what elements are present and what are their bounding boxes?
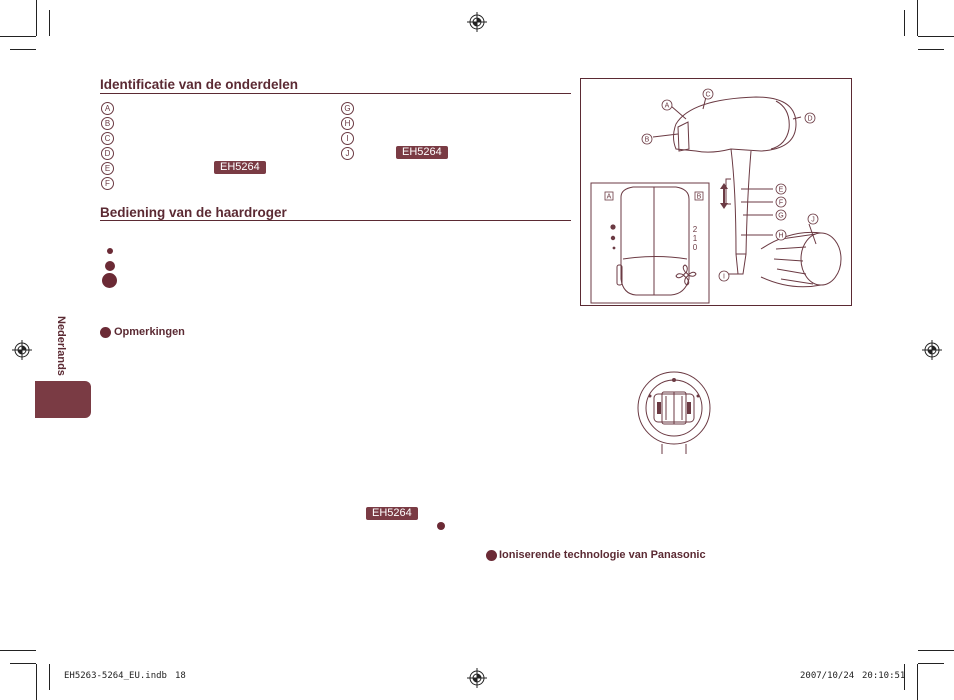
part-letter-b: B — [101, 117, 114, 130]
part-letter-g: G — [341, 102, 354, 115]
part-letter-d: D — [101, 147, 114, 160]
part-letter-a: A — [101, 102, 114, 115]
crop-mark — [918, 36, 954, 37]
part-letter-e: E — [101, 162, 114, 175]
model-badge: EH5264 — [366, 507, 418, 520]
part-letter-j: J — [341, 147, 354, 160]
crop-mark — [49, 10, 50, 36]
footer-time: 20:10:51 — [862, 671, 906, 681]
crop-mark — [0, 36, 36, 37]
callout-e: E — [779, 187, 784, 194]
section-rule — [100, 93, 571, 94]
scale-2: 2 — [693, 225, 698, 234]
callout-b: B — [645, 137, 650, 144]
crop-mark — [918, 650, 954, 651]
crop-mark — [917, 664, 918, 700]
footer-date: 2007/10/24 — [800, 671, 855, 681]
footer-filename: EH5263-5264_EU.indb — [64, 671, 167, 681]
hair-dryer-illustration: A B C D E F G H I J A B 2 1 0 — [590, 88, 842, 304]
switch-label-b: B — [697, 194, 702, 201]
switch-label-a: A — [607, 194, 612, 201]
bullet-icon — [437, 522, 445, 530]
callout-a: A — [665, 103, 670, 110]
model-badge: EH5264 — [214, 161, 266, 174]
registration-mark-icon — [922, 340, 942, 360]
crop-mark — [10, 663, 36, 664]
part-letter-i: I — [341, 132, 354, 145]
heat-setting-small-icon — [107, 248, 113, 254]
hair-dryer-figure: A B C D E F G H I J A B 2 1 0 — [580, 78, 852, 306]
dryer-front-view-illustration — [637, 371, 711, 454]
crop-mark — [904, 664, 905, 690]
scale-0: 0 — [693, 243, 698, 252]
section-title-identification: Identificatie van de onderdelen — [100, 77, 299, 92]
heat-setting-large-icon — [102, 273, 117, 288]
crop-mark — [904, 10, 905, 36]
part-letter-f: F — [101, 177, 114, 190]
callout-h: H — [778, 233, 783, 240]
registration-mark-icon — [467, 12, 487, 32]
crop-mark — [918, 663, 944, 664]
heat-setting-medium-icon — [105, 261, 115, 271]
callout-i: I — [723, 274, 725, 281]
crop-mark — [49, 664, 50, 690]
part-letter-c: C — [101, 132, 114, 145]
bullet-icon — [100, 327, 111, 338]
crop-mark — [0, 650, 36, 651]
model-badge: EH5264 — [396, 146, 448, 159]
crop-mark — [10, 49, 36, 50]
registration-mark-icon — [12, 340, 32, 360]
callout-g: G — [778, 213, 783, 220]
callout-d: D — [807, 116, 812, 123]
callout-j: J — [811, 217, 815, 224]
crop-mark — [918, 49, 944, 50]
section-title-operation: Bediening van de haardroger — [100, 205, 287, 220]
crop-mark — [36, 664, 37, 700]
footer-page-number: 18 — [175, 671, 186, 681]
language-tab-label: Nederlands — [55, 316, 67, 376]
language-tab — [35, 381, 91, 418]
section-rule — [100, 220, 571, 221]
part-letter-h: H — [341, 117, 354, 130]
crop-mark — [917, 0, 918, 36]
callout-f: F — [779, 200, 783, 207]
bullet-icon — [486, 550, 497, 561]
registration-mark-icon — [467, 668, 487, 688]
ion-technology-heading: Ioniserende technologie van Panasonic — [499, 549, 706, 561]
notes-heading: Opmerkingen — [114, 326, 185, 338]
crop-mark — [36, 0, 37, 36]
callout-c: C — [705, 92, 710, 99]
scale-1: 1 — [693, 234, 698, 243]
